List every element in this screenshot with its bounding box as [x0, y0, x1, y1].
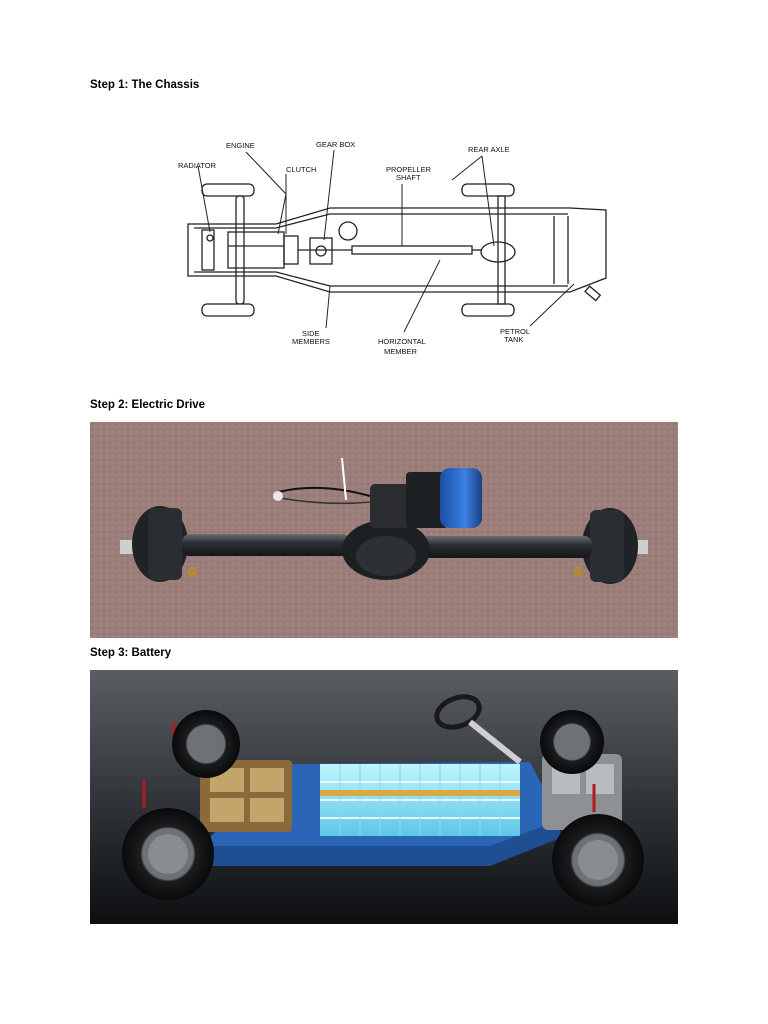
horizontal-label: HORIZONTAL — [378, 337, 426, 346]
chassis-diagram: RADIATOR ENGINE CLUTCH GEAR BOX PROPELLE… — [90, 128, 678, 362]
electric-drive-photo — [90, 422, 678, 638]
radiator-label: RADIATOR — [178, 161, 217, 170]
shaft-label: SHAFT — [396, 173, 421, 182]
clutch-label: CLUTCH — [286, 165, 316, 174]
chassis-drawing — [187, 183, 607, 317]
axle-assembly — [120, 457, 648, 584]
step-2-heading: Step 2: Electric Drive — [90, 399, 206, 411]
leader-lines — [197, 149, 575, 333]
battery-platform-render — [90, 670, 678, 924]
gear-box-label: GEAR BOX — [316, 140, 355, 149]
step-1-heading: Step 1: The Chassis — [90, 79, 200, 91]
chassis-labels: RADIATOR ENGINE CLUTCH GEAR BOX PROPELLE… — [178, 140, 530, 356]
member-label: MEMBER — [384, 347, 418, 356]
engine-label: ENGINE — [226, 141, 255, 150]
rear-axle-label: REAR AXLE — [468, 145, 510, 154]
platform — [142, 694, 622, 866]
tank-label: TANK — [504, 335, 523, 344]
steering — [434, 694, 522, 765]
side-label: SIDE — [302, 329, 320, 338]
wheels — [122, 710, 644, 906]
propeller-label: PROPELLER — [386, 165, 432, 174]
step-3-heading: Step 3: Battery — [90, 647, 172, 659]
members-label: MEMBERS — [292, 337, 330, 346]
battery-cells — [320, 764, 520, 836]
petrol-label: PETROL — [500, 327, 530, 336]
